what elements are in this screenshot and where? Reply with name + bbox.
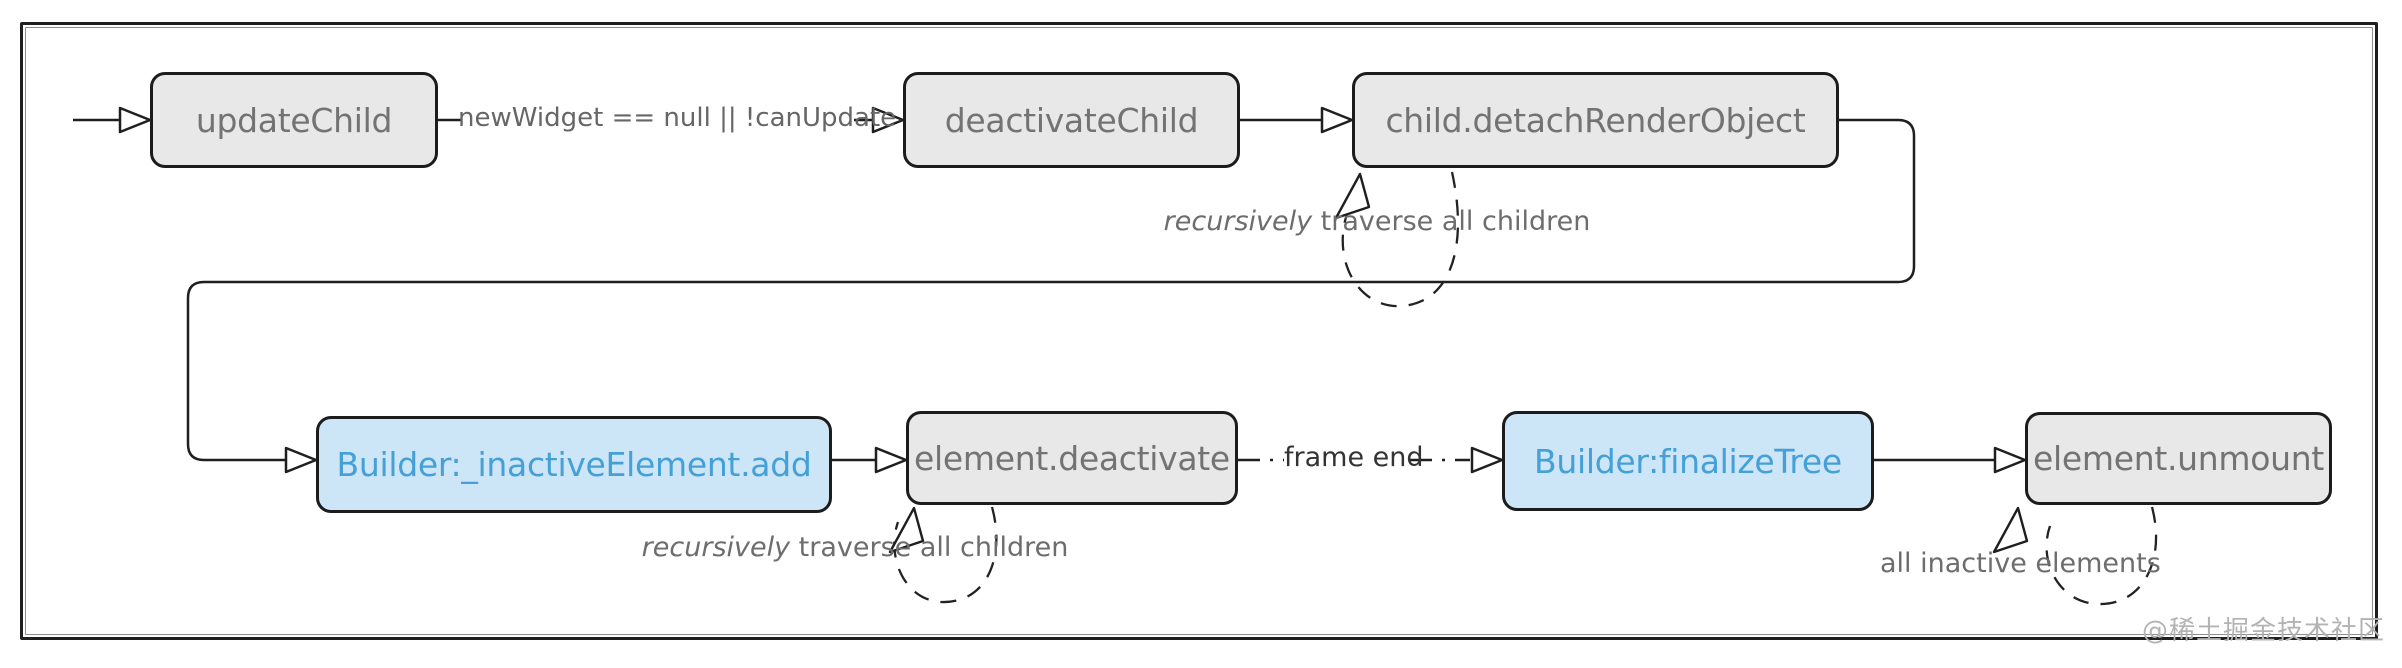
node-detachRenderObject: child.detachRenderObject <box>1352 72 1839 168</box>
node-finalizeTree: Builder:finalizeTree <box>1502 411 1874 511</box>
loop-elementDeactivate <box>893 506 998 604</box>
node-updateChild: updateChild <box>150 72 438 168</box>
annotation-rest: all inactive elements <box>1880 548 2161 579</box>
edge-updateChild-to-deactivateChild <box>438 106 905 134</box>
annotation-em: recursively <box>1163 206 1313 237</box>
annotation-rest: traverse all children <box>1312 206 1591 237</box>
annotation-em: recursively <box>641 532 791 563</box>
annotation-rest: traverse all children <box>790 532 1069 563</box>
edge-elementDeactivate-to-finalizeTree <box>1238 446 1504 474</box>
edge-condition-label: newWidget == null || !canUpdate <box>458 103 897 133</box>
edge-detachRenderObject-to-inactiveElementAdd <box>186 118 1916 474</box>
watermark: @稀土掘金技术社区 <box>2141 616 2385 646</box>
node-inactiveElementAdd: Builder:_inactiveElement.add <box>316 416 832 513</box>
node-deactivateChild: deactivateChild <box>903 72 1240 168</box>
edge-finalizeTree-to-elementUnmount <box>1874 446 2027 474</box>
node-elementUnmount: element.unmount <box>2025 412 2332 505</box>
loop-detachRenderObject <box>1341 171 1460 308</box>
loop-arrowhead <box>888 506 925 554</box>
edge-frame-end-label: frame end <box>1284 442 1424 473</box>
edge-start-to-updateChild <box>73 106 152 134</box>
outer-border <box>20 22 2378 640</box>
annotation-all-inactive-elements: all inactive elements <box>1880 548 2161 579</box>
node-elementDeactivate: element.deactivate <box>906 411 1238 505</box>
edge-deactivateChild-to-detachRenderObject <box>1240 106 1354 134</box>
loop-arrowhead <box>1334 172 1371 220</box>
annotation-recursively-traverse-2: recursively traverse all children <box>640 532 1070 563</box>
annotation-recursively-traverse-1: recursively traverse all children <box>1140 206 1614 237</box>
edge-inactiveElementAdd-to-elementDeactivate <box>832 446 908 474</box>
loop-elementUnmount <box>2045 506 2158 606</box>
loop-arrowhead <box>1992 506 2029 554</box>
